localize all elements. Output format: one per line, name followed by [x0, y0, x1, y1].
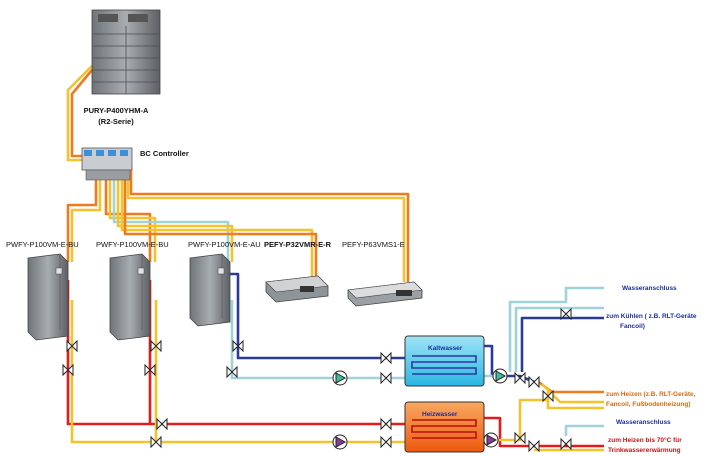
water-circuits	[66, 272, 604, 452]
outdoor-unit-series: (R2-Serie)	[98, 117, 134, 126]
valve	[380, 351, 392, 365]
valve	[560, 437, 572, 451]
hot-water-tank	[404, 401, 485, 453]
valve	[150, 435, 162, 449]
pump-icon	[332, 370, 348, 386]
valve	[144, 363, 156, 377]
valve	[528, 439, 540, 453]
hotwater-label-line2: Trinkwassererwärmung	[608, 447, 681, 454]
valve	[380, 371, 392, 385]
indoor-unit-label: PWFY-P100VM-E-BU	[96, 240, 169, 249]
valve	[528, 375, 540, 389]
outdoor-unit-model: PURY-P400YHM-A	[84, 106, 149, 115]
water-connection-label: Wasseranschluss	[622, 285, 677, 292]
indoor-unit-label: PEFY-P63VMS1-E	[342, 240, 405, 249]
bc-controller-label: BC Controller	[140, 149, 189, 158]
valve	[156, 417, 168, 431]
pump-icon	[492, 368, 508, 384]
pwfy-unit-2	[109, 253, 151, 341]
pefy-unit-32	[265, 275, 329, 303]
heating-label-line2: Fancoil, Fußbodenheizung)	[606, 401, 691, 408]
indoor-unit-label: PWFY-P100VM-E-BU	[6, 240, 79, 249]
cold-water-tank	[404, 335, 485, 387]
valve	[560, 307, 572, 321]
valve	[150, 339, 162, 353]
pump-icon	[332, 434, 348, 450]
bc-controller	[81, 147, 133, 181]
indoor-unit-label: PWFY-P100VM-E-AU	[188, 240, 261, 249]
refrigerant-lines-distribution	[66, 166, 410, 282]
cooling-label-line1: zum Kühlen ( z.B. RLT-Geräte	[606, 313, 697, 320]
valve	[62, 363, 74, 377]
valves	[62, 307, 572, 453]
pumps	[332, 368, 508, 450]
valve	[514, 431, 526, 445]
pwfy-unit-1	[27, 253, 69, 341]
water-connection-label: Wasseranschluss	[616, 419, 671, 426]
refrigerant-lines-top	[66, 65, 93, 162]
cooling-label-line2: Fancoil)	[620, 323, 645, 330]
pwfy-unit-3	[189, 253, 231, 327]
valve	[380, 435, 392, 449]
valve	[514, 371, 526, 385]
hot-tank-label: Heizwasser	[422, 411, 458, 418]
valve	[380, 417, 392, 431]
indoor-unit-label: PEFY-P32VMR-E-R	[264, 240, 332, 249]
hotwater-label-line1: zum Heizen bis 70°C für	[608, 436, 682, 444]
heating-label-line1: zum Heizen (z.B. RLT-Geräte,	[606, 391, 696, 398]
valve	[66, 339, 78, 353]
valve	[232, 339, 244, 353]
pefy-unit-63	[347, 281, 423, 307]
labels: PURY-P400YHM-A (R2-Serie) BC Controller …	[6, 106, 697, 454]
valve	[226, 365, 238, 379]
valve	[542, 389, 554, 403]
cold-tank-label: Kaltwasser	[428, 345, 463, 352]
outdoor-unit	[91, 9, 161, 95]
pump-icon	[483, 432, 499, 448]
